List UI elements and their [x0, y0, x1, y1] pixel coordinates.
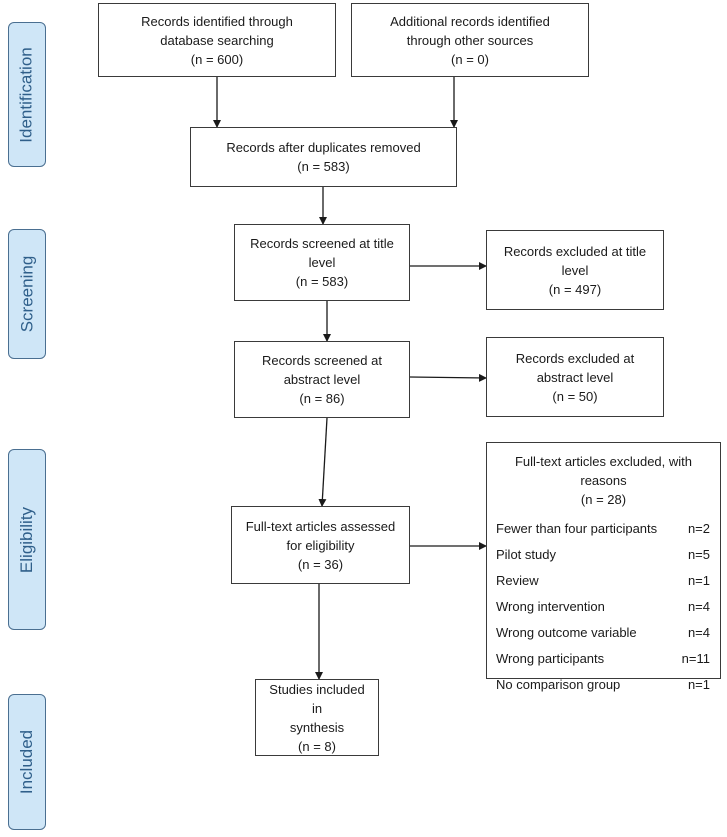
- phase-included: Included: [8, 694, 46, 830]
- box-duplicates-removed: Records after duplicates removed (n = 58…: [190, 127, 457, 187]
- box-other-sources: Additional records identified through ot…: [351, 3, 589, 77]
- phase-identification: Identification: [8, 22, 46, 167]
- exclusion-reason: Fewer than four participants n=2: [496, 521, 710, 536]
- exclusion-reason: Wrong participants n=11: [496, 651, 710, 666]
- arrow-abstract-to-fulltext: [318, 417, 328, 507]
- phase-identification-label: Identification: [17, 46, 37, 143]
- box-abstract-screened: Records screened at abstract level (n = …: [234, 341, 410, 418]
- fulltext-excluded-heading: Full-text articles excluded, with reason…: [514, 454, 692, 507]
- box-title-screened: Records screened at title level (n = 583…: [234, 224, 410, 301]
- exclusion-reason: Review n=1: [496, 573, 710, 588]
- box-abstract-excluded: Records excluded at abstract level (n = …: [486, 337, 664, 417]
- box-fulltext-assessed: Full-text articles assessed for eligibil…: [231, 506, 410, 584]
- phase-eligibility: Eligibility: [8, 449, 46, 630]
- phase-screening: Screening: [8, 229, 46, 359]
- box-studies-included: Studies included in synthesis (n = 8): [255, 679, 379, 756]
- box-title-excluded: Records excluded at title level (n = 497…: [486, 230, 664, 310]
- exclusion-reason: Wrong intervention n=4: [496, 599, 710, 614]
- phase-screening-label: Screening: [17, 255, 36, 333]
- exclusion-reason: Wrong outcome variable n=4: [496, 625, 710, 640]
- arrow-abstract-to-excluded: [409, 373, 487, 382]
- phase-included-label: Included: [17, 729, 36, 795]
- box-fulltext-excluded: Full-text articles excluded, with reason…: [486, 442, 721, 692]
- box-database-records: Records identified through database sear…: [98, 3, 336, 77]
- exclusion-reason: No comparison group n=1: [496, 677, 710, 692]
- phase-eligibility-label: Eligibility: [17, 506, 37, 573]
- exclusion-reason: Pilot study n=5: [496, 547, 710, 562]
